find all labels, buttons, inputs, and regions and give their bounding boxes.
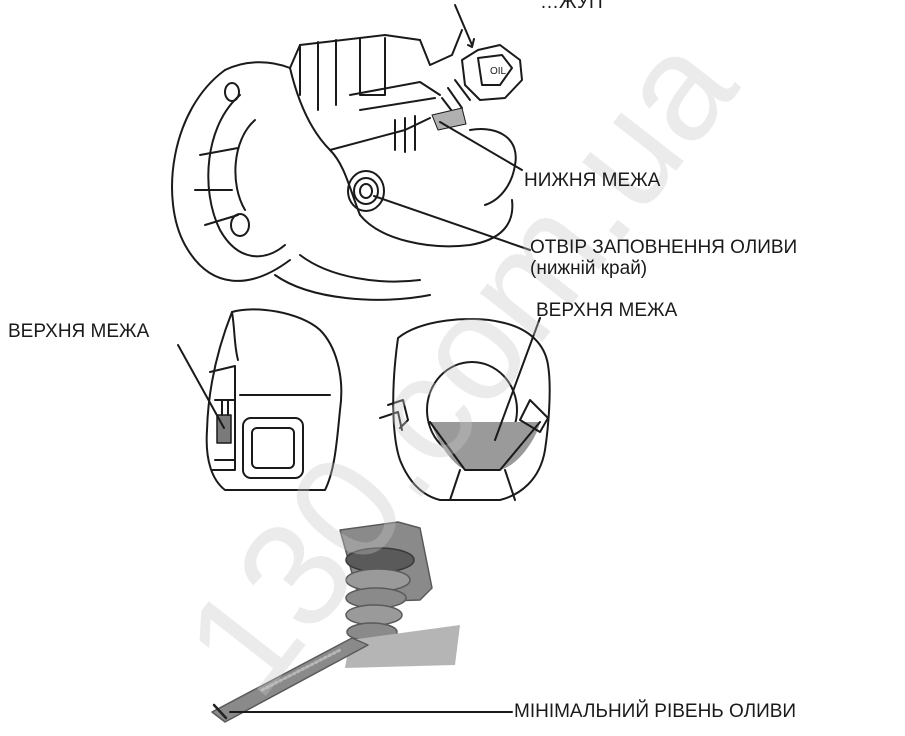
upper-limit-right-label: ВЕРХНЯ МЕЖА [536,300,678,321]
upper-limit-left-label: ВЕРХНЯ МЕЖА [8,321,150,342]
svg-text:OIL: OIL [490,66,507,77]
dipstick-plug [211,521,460,723]
filler-hole-leader [373,195,531,251]
engine-illustration: OIL [171,29,523,301]
filler-hole-sublabel: (нижній край) [530,258,648,279]
dipstick-label: …ЖУП [540,0,603,13]
upper-limit-left-leader [177,344,225,429]
dipstick-leader [454,4,473,46]
engine-front-view-right [379,317,551,501]
filler-hole-label: ОТВІР ЗАПОВНЕННЯ ОЛИВИ [530,237,798,258]
lower-limit-label: НИЖНЯ МЕЖА [524,170,661,191]
upper-limit-right-leader [494,317,541,441]
lower-limit-leader [439,121,523,171]
min-oil-level-label: МІНІМАЛЬНИЙ РІВЕНЬ ОЛИВИ [514,701,797,722]
engine-side-view-left [205,308,343,491]
